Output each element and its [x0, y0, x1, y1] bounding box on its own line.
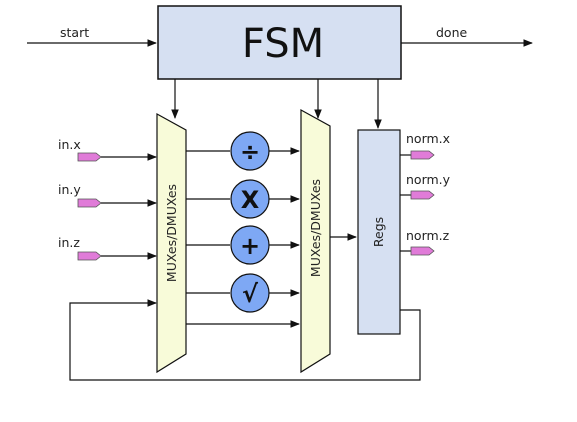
- input-label-z: in.z: [58, 235, 80, 250]
- multiply-symbol: X: [241, 186, 260, 214]
- input-port-z: [77, 251, 102, 261]
- right-mux: [300, 108, 331, 374]
- output-port-z: [410, 246, 435, 256]
- output-port-x: [410, 150, 435, 160]
- input-port-x: [77, 152, 102, 162]
- output-label-y: norm.y: [406, 172, 451, 187]
- add-symbol: +: [240, 232, 260, 260]
- right-mux-label: MUXes/DMUXes: [308, 179, 323, 277]
- regs-block: [357, 129, 401, 335]
- output-port-y: [410, 190, 435, 200]
- feedback-wire: [69, 299, 421, 381]
- input-label-x: in.x: [58, 137, 81, 152]
- input-label-y: in.y: [58, 182, 81, 197]
- left-mux-label: MUXes/DMUXes: [164, 184, 179, 282]
- output-label-x: norm.x: [406, 131, 450, 146]
- fsm-block: [157, 5, 402, 80]
- input-port-y: [77, 198, 102, 208]
- fsm-label: FSM: [242, 21, 324, 67]
- start-label: start: [60, 25, 89, 40]
- done-label: done: [436, 25, 468, 40]
- sqrt-symbol: √: [242, 280, 259, 308]
- output-label-z: norm.z: [406, 228, 450, 243]
- left-mux: [156, 112, 187, 374]
- divide-symbol: ÷: [240, 138, 260, 166]
- regs-label: Regs: [371, 217, 386, 247]
